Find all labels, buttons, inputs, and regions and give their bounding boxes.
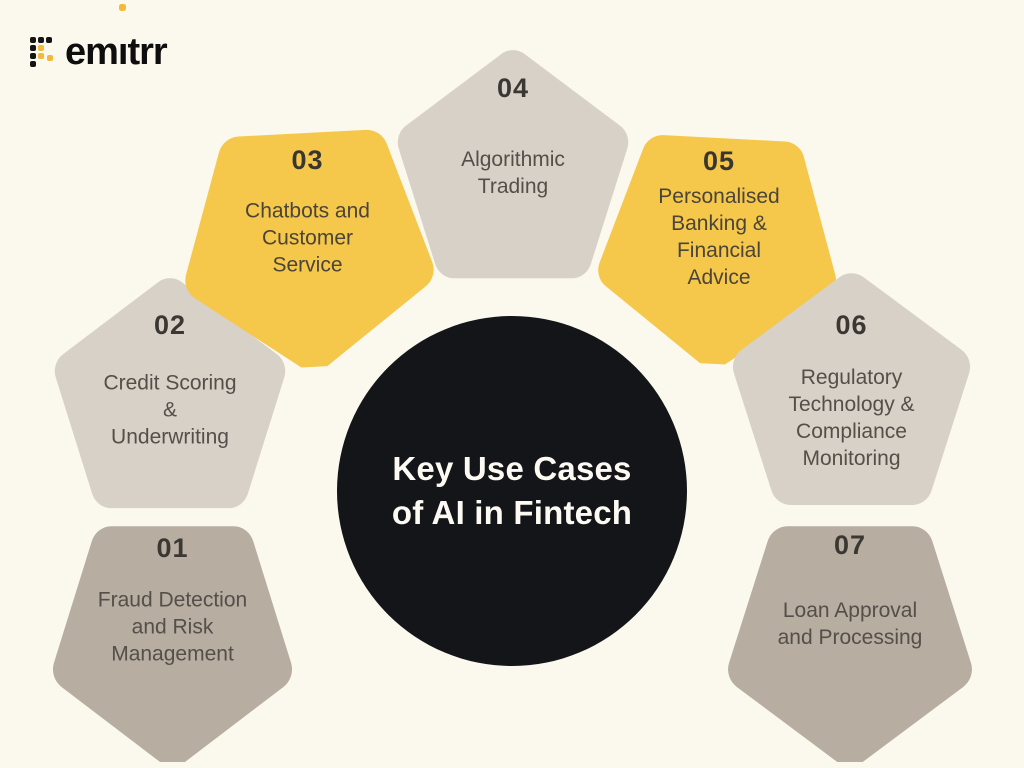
pentagon-up-shape	[397, 50, 629, 279]
use-case-label: Loan Approval and Processing	[723, 597, 977, 651]
use-case-number: 07	[833, 530, 867, 560]
label-line: Trading	[477, 175, 549, 198]
label-line: Monitoring	[802, 447, 901, 470]
label-line: Loan Approval	[782, 599, 918, 622]
label-line: Underwriting	[111, 425, 229, 449]
use-case-number: 02	[153, 310, 187, 340]
label-line: Advice	[687, 266, 751, 289]
label-line: Service	[272, 253, 343, 277]
title-line-1: Key Use Cases	[392, 450, 632, 487]
label-line: Customer	[261, 226, 354, 250]
label-line: Regulatory	[800, 366, 903, 389]
use-case-number: 01	[156, 533, 189, 563]
brand-name: emıtrr	[65, 31, 168, 73]
title-line-2: of AI in Fintech	[391, 494, 633, 531]
use-case-label: Credit Scoring & Underwriting	[50, 370, 290, 451]
use-case-03-pentagon: 03 Chatbots and Customer Service	[178, 108, 437, 372]
label-line: Financial	[676, 239, 762, 262]
use-case-05-pentagon: 05 Personalised Banking & Financial Advi…	[595, 114, 843, 369]
pentagon-down-shape	[185, 129, 434, 372]
use-case-label: Personalised Banking & Financial Advice	[595, 183, 843, 291]
use-case-label: Regulatory Technology & Compliance Monit…	[728, 364, 975, 472]
label-line: &	[162, 398, 177, 422]
use-case-label: Chatbots and Customer Service	[178, 198, 437, 279]
use-case-number: 04	[496, 73, 530, 103]
label-line: Compliance	[796, 420, 907, 443]
pentagon-down-shape	[728, 526, 972, 762]
use-case-04-pentagon: 04 Algorithmic Trading	[393, 46, 633, 294]
use-case-01-pentagon: 01 Fraud Detection and Risk Management	[48, 501, 297, 762]
label-line: Fraud Detection	[97, 588, 248, 612]
label-line: Technology &	[788, 393, 915, 416]
label-line: Management	[111, 642, 234, 666]
use-case-07-pentagon: 07 Loan Approval and Processing	[723, 501, 977, 762]
use-case-label: Fraud Detection and Risk Management	[48, 587, 297, 668]
pentagon-up-shape	[54, 278, 286, 509]
use-case-06-pentagon: 06 Regulatory Technology & Compliance Mo…	[728, 269, 975, 521]
emitrr-logo-icon	[30, 36, 56, 68]
label-line: Personalised	[658, 185, 780, 208]
label-line: Chatbots and	[245, 199, 370, 223]
label-line: Credit Scoring	[103, 371, 237, 395]
use-case-number: 06	[835, 310, 868, 340]
use-case-number: 05	[702, 146, 736, 176]
use-case-number: 03	[291, 145, 324, 175]
emitrr-logo: emıtrr	[30, 31, 168, 73]
label-line: Algorithmic	[461, 148, 565, 171]
pentagon-down-shape	[52, 526, 293, 762]
use-case-label: Algorithmic Trading	[393, 146, 633, 200]
pentagon-up-shape	[732, 273, 971, 506]
label-line: and Processing	[777, 626, 923, 649]
use-case-02-pentagon: 02 Credit Scoring & Underwriting	[50, 274, 290, 524]
center-title-circle: Key Use Cases of AI in Fintech	[337, 316, 687, 666]
label-line: and Risk	[131, 615, 214, 639]
pentagon-down-shape	[598, 135, 837, 369]
label-line: Banking &	[671, 212, 767, 235]
